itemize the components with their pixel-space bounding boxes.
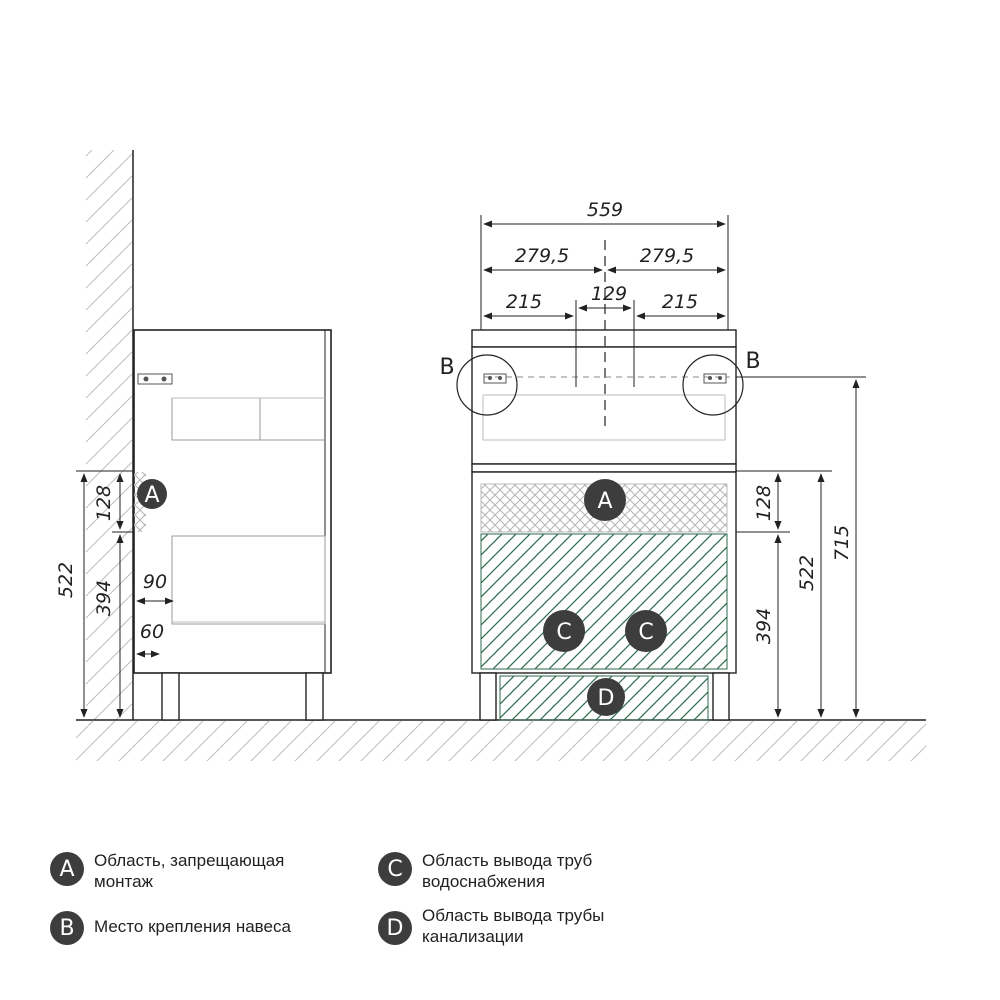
dim-half-right: 279,5 [640,245,694,267]
dim-right-offset: 215 [662,291,698,313]
marker-c-right-label: C [638,620,653,645]
marker-b-right-label: B [745,349,760,374]
marker-b-left-label: B [439,355,454,380]
wall [86,150,134,720]
legend-marker-b: B [50,911,84,945]
dim-side-128: 128 [93,485,115,521]
dim-front-394: 394 [753,608,775,644]
legend-text-a: Область, запрещающая монтаж [94,851,285,891]
dim-front-715: 715 [831,525,853,561]
legend-marker-a: A [50,852,84,886]
dim-side-522: 522 [55,562,77,598]
marker-a-front: A [584,479,626,521]
marker-a-front-label: A [597,489,612,514]
legend-text-b: Место крепления навеса [94,917,291,936]
legend-marker-c: C [378,852,412,886]
legend-item-c: C Область вывода труб водоснабжения [378,850,652,892]
dim-left-offset: 215 [506,291,542,313]
marker-a-side: A [137,479,167,509]
side-dimensions: 522 128 394 90 60 [55,470,174,718]
dim-side-60: 60 [140,621,164,643]
dim-side-394: 394 [93,580,115,616]
hinge-icon [137,373,173,385]
dim-side-90: 90 [143,571,167,593]
legend-item-a: A Область, запрещающая монтаж [50,850,324,892]
hinge-left-icon [483,373,507,384]
marker-c-right: C [625,610,667,652]
legend-text-c: Область вывода труб водоснабжения [422,851,593,891]
side-view-cabinet [133,329,332,721]
dim-front-522: 522 [796,555,818,591]
floor [76,719,926,761]
legend-marker-d: D [378,911,412,945]
front-horizontal-dimensions: 559 279,5 279,5 215 129 215 [480,199,729,330]
legend-item-d: D Область вывода трубы канализации [378,905,652,947]
dim-total-width: 559 [587,199,623,221]
marker-d: D [587,678,625,716]
marker-d-label: D [598,686,615,711]
marker-c-left: C [543,610,585,652]
dim-center-gap: 129 [591,283,627,305]
legend-text-d: Область вывода трубы канализации [422,906,605,946]
marker-c-left-label: C [556,620,571,645]
dim-front-128: 128 [753,485,775,521]
front-vertical-dimensions: 128 394 522 715 [736,376,866,718]
legend-item-b: B Место крепления навеса [50,909,324,945]
hinge-right-icon [703,373,727,384]
dim-half-left: 279,5 [515,245,569,267]
marker-a-side-label: A [144,483,159,508]
